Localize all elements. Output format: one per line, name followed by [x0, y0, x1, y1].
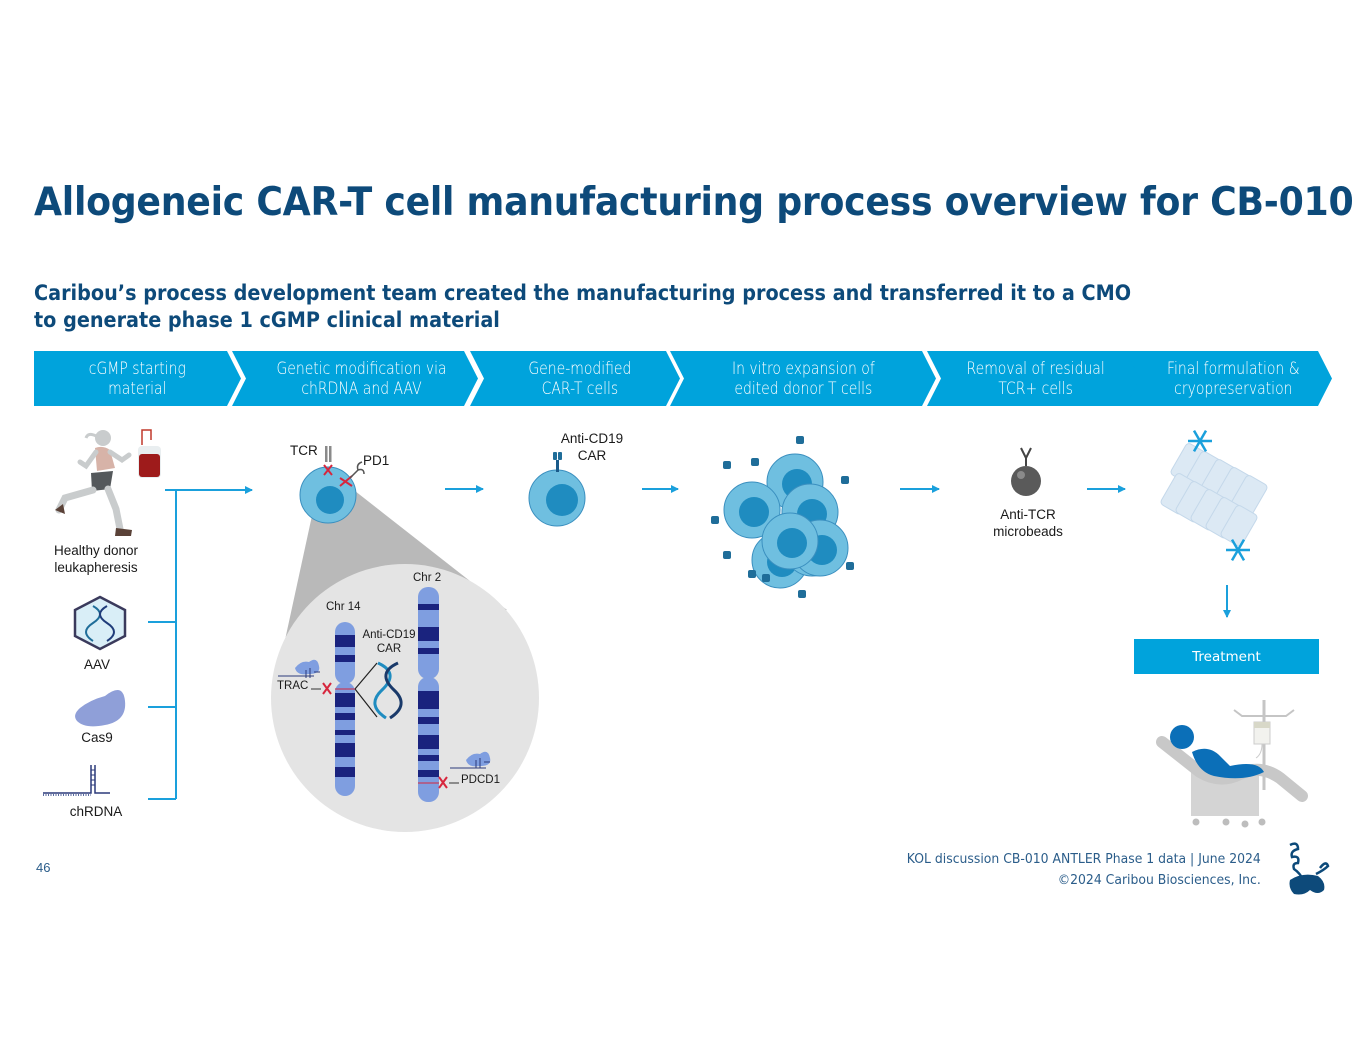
snowflake-icon — [1226, 538, 1250, 562]
car-receptor-icon — [723, 461, 731, 469]
zoom-car-line-1: Anti-CD19 — [362, 629, 416, 641]
chevron-shape — [670, 351, 936, 406]
subtitle-line-1: Caribou’s process development team creat… — [34, 281, 1132, 305]
step-5-line-2: TCR+ cells — [998, 378, 1074, 398]
step-5-line-1: Removal of residual — [966, 358, 1106, 378]
cryopreserved-bags-icon — [1160, 429, 1268, 562]
trac-label: TRAC — [277, 680, 309, 692]
car-receptor-icon — [751, 458, 759, 466]
zoom-car-line-2: CAR — [376, 643, 402, 655]
chevron-shape — [927, 351, 1145, 406]
page-number: 46 — [36, 860, 51, 875]
car-receptor-icon — [723, 551, 731, 559]
patient-infusion-icon — [1156, 700, 1308, 828]
anti-tcr-microbead-icon — [1011, 447, 1041, 496]
step-2-line-2: chRDNA and AAV — [301, 378, 423, 398]
car-cell-label-line-2: CAR — [577, 448, 607, 463]
car-dna-insert-icon — [354, 661, 403, 720]
aav-label: AAV — [83, 657, 110, 672]
cryo-bag — [1220, 505, 1258, 547]
car-receptor-icon — [841, 476, 849, 484]
trac-cut-icon — [322, 682, 332, 695]
cas9-complex-pdcd1-icon — [450, 751, 491, 769]
cas9-label: Cas9 — [81, 730, 113, 745]
caribou-logo-icon — [1289, 842, 1330, 895]
step-chevron-6: Final formulation &cryopreservation — [1126, 351, 1332, 406]
step-4-line-1: In vitro expansion of — [731, 358, 875, 378]
input-bracket — [148, 486, 253, 800]
snowflake-icon — [1188, 429, 1212, 453]
step-2-line-1: Genetic modification via — [276, 358, 448, 378]
step-1-line-2: material — [108, 378, 167, 398]
tcr-label: TCR — [290, 443, 318, 458]
expanded-cell-nucleus — [739, 497, 769, 527]
car-cell-label-line-1: Anti-CD19 — [560, 431, 624, 446]
subtitle-line-2: to generate phase 1 cGMP clinical materi… — [34, 308, 500, 332]
pdcd1-cut-icon — [438, 776, 448, 789]
cas9-complex-trac-icon — [278, 659, 320, 678]
car-receptor-icon — [798, 590, 806, 598]
runner-donor-icon — [55, 430, 132, 536]
car-cell-label: Anti-CD19 CAR — [552, 430, 632, 464]
chromosome-2 — [418, 587, 439, 802]
chrdna-icon — [43, 765, 110, 796]
slide-title: Allogeneic CAR-T cell manufacturing proc… — [34, 180, 1354, 225]
chevron-shape — [34, 351, 241, 406]
car-receptor-icon — [796, 436, 804, 444]
step-3-line-2: CAR-T cells — [541, 378, 619, 398]
zoom-circle — [271, 564, 539, 832]
footer: KOL discussion CB-010 ANTLER Phase 1 dat… — [876, 849, 1261, 891]
donor-label-line-1: Healthy donor — [53, 543, 139, 558]
step-4-line-2: edited donor T cells — [734, 378, 872, 398]
chrdna-label: chRDNA — [69, 804, 123, 819]
chr14-label: Chr 14 — [326, 601, 361, 613]
blood-bag-icon — [138, 429, 161, 478]
pd1-label: PD1 — [363, 453, 390, 468]
microbeads-label: Anti-TCR microbeads — [982, 506, 1074, 540]
chevron-shape — [470, 351, 680, 406]
chr2-label: Chr 2 — [413, 572, 442, 584]
donor-label: Healthy donor leukapheresis — [46, 542, 146, 576]
aav-icon — [73, 595, 127, 651]
chromosome-14 — [335, 622, 355, 796]
edited-t-cell-icon — [299, 446, 365, 524]
donor-label-line-2: leukapheresis — [54, 560, 138, 575]
car-receptor-icon — [846, 562, 854, 570]
microbeads-label-line-1: Anti-TCR — [1000, 507, 1056, 522]
slide-subtitle: Caribou’s process development team creat… — [34, 280, 1131, 334]
step-1-line-1: cGMP starting — [88, 358, 187, 378]
chevron-shape — [232, 351, 478, 406]
footer-line-2: ©2024 Caribou Biosciences, Inc. — [1057, 872, 1261, 888]
expanded-cell-nucleus — [777, 528, 807, 558]
car-receptor-icon — [711, 516, 719, 524]
step-6-line-2: cryopreservation — [1173, 378, 1293, 398]
microbeads-label-line-2: microbeads — [993, 524, 1063, 539]
expanded-cell-cluster-icon — [711, 436, 854, 598]
pdcd1-label: PDCD1 — [461, 774, 500, 786]
zoom-car-label: Anti-CD19 CAR — [358, 628, 420, 656]
cas9-icon — [75, 690, 126, 727]
car-t-cell-icon — [528, 452, 586, 527]
chevron-shape — [1126, 351, 1332, 406]
step-6-line-1: Final formulation & — [1166, 358, 1300, 378]
car-receptor-icon — [748, 570, 756, 578]
footer-line-1: KOL discussion CB-010 ANTLER Phase 1 dat… — [906, 851, 1261, 867]
step-3-line-1: Gene-modified — [528, 358, 632, 378]
treatment-box: Treatment — [1134, 639, 1319, 674]
car-receptor-icon — [762, 574, 770, 582]
